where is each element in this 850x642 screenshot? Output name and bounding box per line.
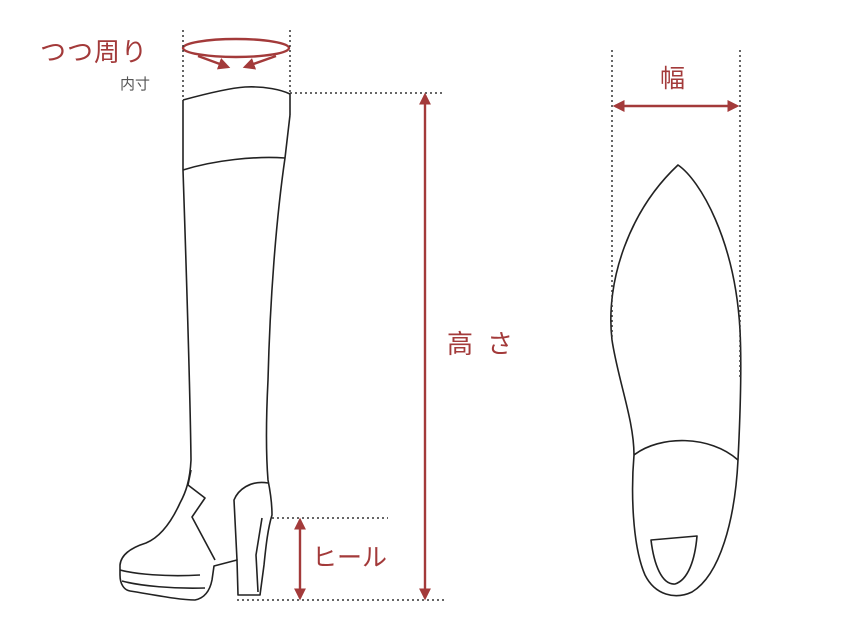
- sole-heel-seam: [633, 439, 739, 461]
- sole-outline: [610, 164, 742, 597]
- boot-sole-line-2: [121, 580, 206, 589]
- boot-sole-line-1: [119, 569, 201, 577]
- boot-outline: [119, 100, 291, 601]
- width-label: 幅: [660, 64, 686, 93]
- boot-cuff: [182, 86, 291, 115]
- boot-heel-inner: [255, 517, 263, 593]
- boot-side-outline: [119, 86, 291, 601]
- boot-guide-lines: [182, 30, 447, 601]
- sole-heel-tip: [650, 535, 698, 585]
- boot-side-panel: [187, 469, 216, 561]
- circumference-indicator: [181, 37, 291, 70]
- sole-guide-lines: [611, 50, 741, 380]
- heel-label: ヒール: [312, 543, 388, 572]
- height-label: 高さ: [447, 330, 528, 360]
- boot-cuff-seam: [182, 156, 286, 171]
- sole-top-outline: [610, 164, 742, 597]
- boot-heel-counter: [233, 481, 269, 561]
- circumference-label: つつ周り: [40, 38, 149, 68]
- inner-measure-note: 内寸: [120, 75, 151, 93]
